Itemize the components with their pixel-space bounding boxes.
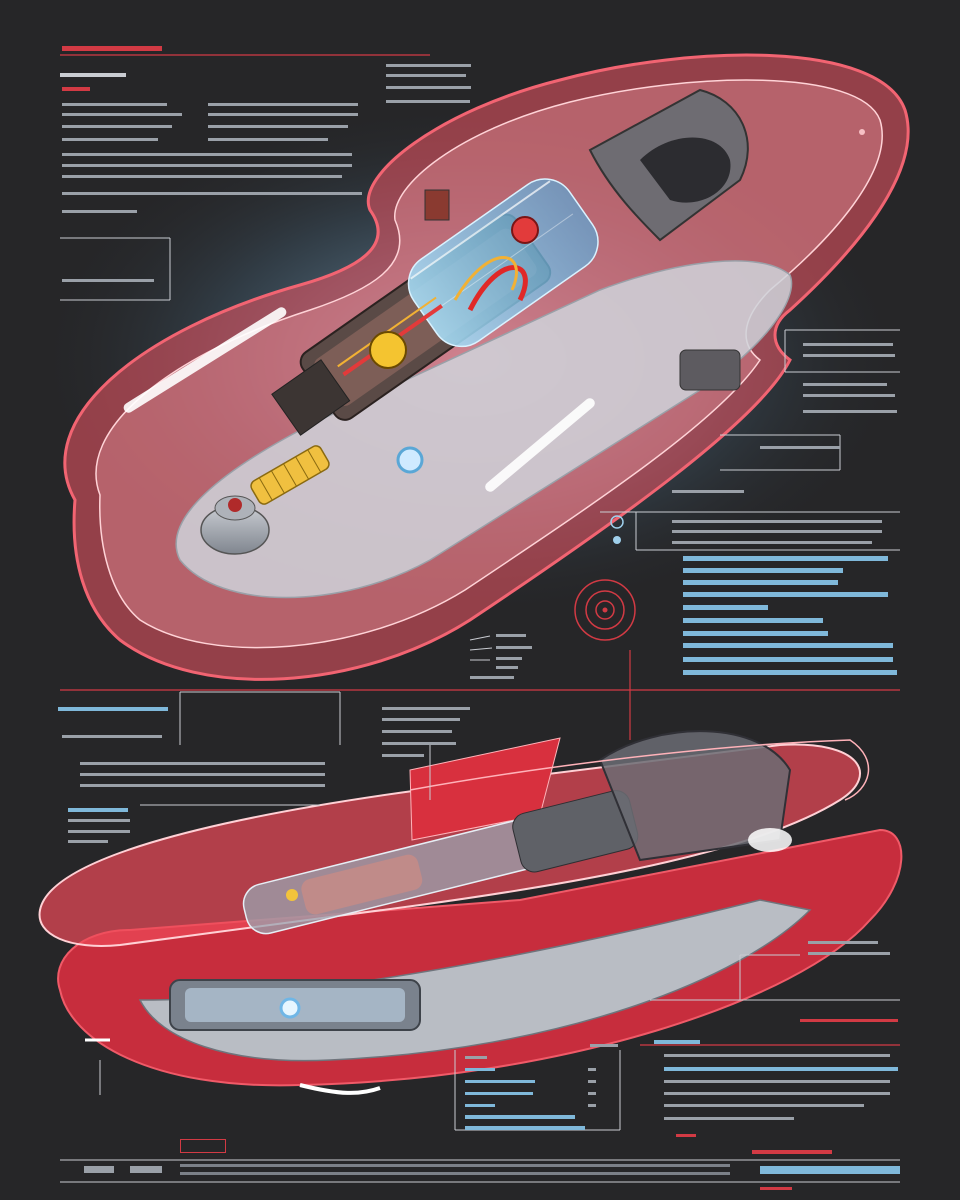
section-subtitle-strip <box>62 87 90 91</box>
leader-lines <box>60 237 900 1183</box>
dial-icon <box>610 515 624 544</box>
footer-stamp-box <box>180 1139 226 1153</box>
lower-board-view <box>38 730 903 1095</box>
header-redline-label <box>62 46 162 51</box>
target-reticle-icon <box>574 579 636 641</box>
upper-board-view <box>30 53 910 681</box>
section-title-strip <box>60 73 126 77</box>
accent-lines <box>60 54 900 1046</box>
fan-ticks <box>469 635 493 661</box>
